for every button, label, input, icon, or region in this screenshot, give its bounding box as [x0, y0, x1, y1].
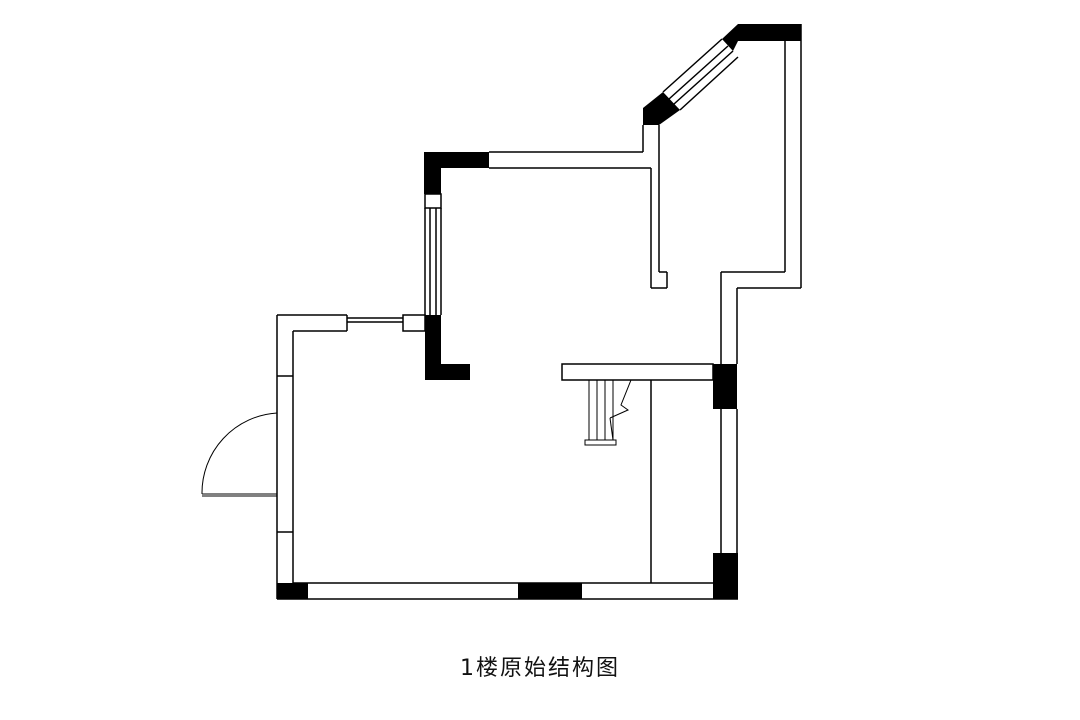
- top-window: [347, 314, 426, 332]
- diagonal-window: [662, 38, 739, 111]
- stairs: [584, 379, 632, 446]
- upper-left-window: [424, 193, 442, 315]
- plan-caption: 1楼原始结构图: [460, 656, 620, 681]
- structural-columns: [277, 24, 801, 599]
- upper-right-wall: [720, 24, 802, 364]
- left-room-walls: [276, 314, 738, 600]
- door: [201, 412, 278, 497]
- upper-room-top-wall: [489, 125, 668, 289]
- counter: [561, 363, 714, 583]
- lower-right-wall: [720, 409, 738, 553]
